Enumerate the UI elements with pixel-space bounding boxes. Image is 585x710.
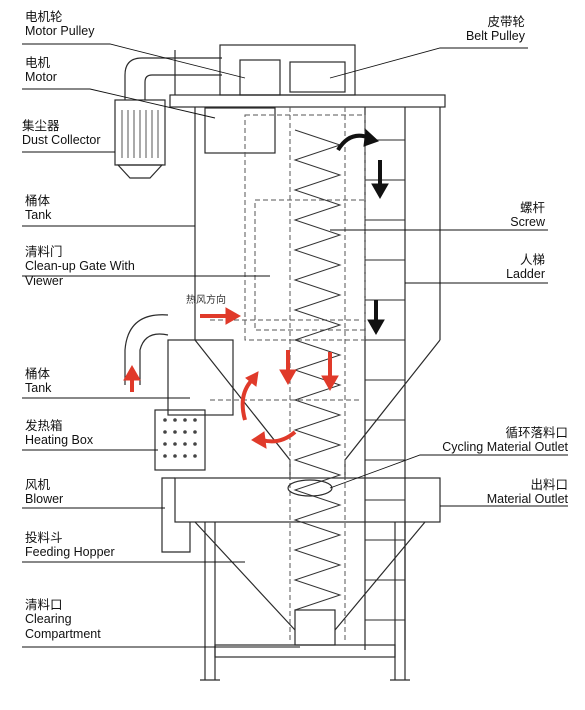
label-dust-collector-en: Dust Collector [22,133,101,147]
motor-body [204,107,276,154]
cleanup-gate-window [254,199,366,331]
motor-housing [219,44,356,96]
label-tank-mid-en: Tank [25,381,52,395]
label-feeding-hopper: 投料斗 Feeding Hopper [25,530,115,560]
label-motor-pulley: 电机轮 Motor Pulley [25,9,94,39]
label-ladder: 人梯 Ladder [506,252,545,282]
inner-tube-outline [244,114,366,341]
label-tank-top: 桶体 Tank [25,193,51,223]
blower-body [161,477,191,553]
label-blower-zh: 风机 [25,477,51,492]
tank-cone [194,339,441,480]
label-heating-box-en: Heating Box [25,433,94,447]
hot-air-direction-label: 热风方向 [186,295,226,306]
label-motor-en: Motor [25,70,57,84]
label-blower-en: Blower [25,492,64,506]
feeding-hopper [194,521,426,631]
motor-pulley-block [239,59,281,96]
label-ladder-zh: 人梯 [519,252,545,267]
label-feeding-hopper-en: Feeding Hopper [25,545,115,559]
heating-box-lower [154,409,206,471]
label-material-outlet: 出料口 Material Outlet [487,477,568,507]
heating-box-upper [167,339,234,416]
label-motor-zh: 电机 [25,55,51,70]
label-ladder-en: Ladder [506,267,545,281]
label-dust-collector-zh: 集尘器 [22,118,60,133]
label-heating-box: 发热箱 Heating Box [25,418,93,448]
label-material-outlet-en: Material Outlet [486,492,568,506]
label-blower: 风机 Blower [25,477,63,507]
label-cycling-outlet-zh: 循环落料口 [505,425,568,440]
hot-air-pipe [139,333,169,385]
screw-helix [293,129,342,611]
label-belt-pulley-en: Belt Pulley [465,29,525,43]
clearing-compartment-box [294,609,336,646]
label-feeding-hopper-zh: 投料斗 [25,530,63,545]
ladder-rungs [365,139,405,621]
label-tank-top-en: Tank [25,208,52,222]
material-flow-arrows [336,128,389,336]
cycling-outlet-pipe [287,479,333,497]
label-belt-pulley-zh: 皮带轮 [487,14,525,29]
label-tank-top-zh: 桶体 [25,193,51,208]
label-belt-pulley: 皮带轮 Belt Pulley [466,14,525,44]
heating-box-holes [163,418,197,458]
label-motor: 电机 Motor [25,55,57,85]
label-motor-pulley-zh: 电机轮 [25,9,63,24]
label-clearing-compartment-en: Clearing [25,612,72,626]
label-cleanup-gate: 清料门 Clean-up Gate With Viewer [25,244,135,289]
label-motor-pulley-en: Motor Pulley [25,24,95,38]
label-cleanup-gate-zh: 清料门 [25,244,63,259]
label-cleanup-gate-en2: Viewer [25,274,63,288]
label-screw: 螺杆 Screw [510,200,545,230]
dust-collector-slots [121,110,159,158]
feeding-platform [174,477,441,523]
leader-lines [22,43,568,648]
label-heating-box-zh: 发热箱 [25,418,63,433]
base-frame [214,644,396,658]
label-screw-en: Screw [510,215,545,229]
label-clearing-compartment-zh: 清料口 [25,597,63,612]
label-material-outlet-zh: 出料口 [530,477,568,492]
top-platform [169,94,446,108]
label-tank-mid: 桶体 Tank [25,366,51,396]
label-clearing-compartment: 清料口 Clearing Compartment [25,597,101,642]
label-cleanup-gate-en: Clean-up Gate With [25,259,135,273]
label-tank-mid-zh: 桶体 [25,366,51,381]
label-cycling-outlet: 循环落料口 Cycling Material Outlet [442,425,568,455]
label-dust-collector: 集尘器 Dust Collector [22,118,101,148]
top-air-duct [124,57,222,100]
hot-air-flow-arrows [123,307,339,449]
label-screw-zh: 螺杆 [519,200,545,215]
label-cycling-outlet-en: Cycling Material Outlet [442,440,568,454]
label-clearing-compartment-en2: Compartment [25,627,101,641]
belt-pulley-block [289,61,346,93]
